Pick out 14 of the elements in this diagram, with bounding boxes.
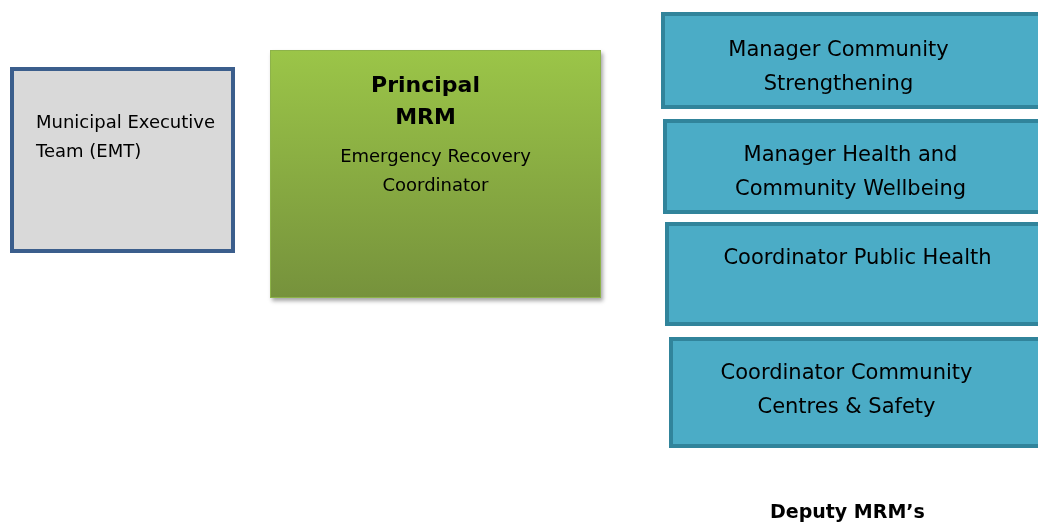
box-text: Coordinator Community Centres & Safety	[719, 359, 974, 420]
box-text: Municipal Executive Team (EMT)	[36, 110, 217, 163]
box-text: Manager Health and Community Wellbeing	[733, 141, 968, 202]
box-heading: Principal MRM	[370, 71, 481, 131]
group-label: Deputy MRM’s	[770, 500, 925, 522]
coordinator-box	[270, 50, 601, 298]
box-text: Emergency Recovery Coordinator	[339, 144, 532, 197]
role-box	[665, 222, 1038, 326]
role-box	[669, 337, 1038, 448]
role-box	[663, 119, 1038, 214]
team-box	[10, 67, 235, 253]
box-text: Manager Community Strengthening	[727, 36, 950, 97]
box-text: Coordinator Public Health	[722, 244, 993, 271]
role-box	[661, 12, 1038, 109]
